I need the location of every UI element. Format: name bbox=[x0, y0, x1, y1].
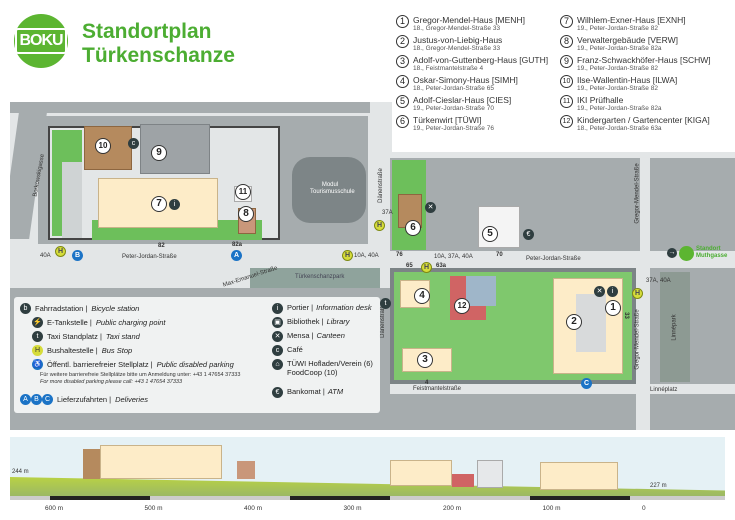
scale-label: 600 m bbox=[45, 505, 64, 512]
campus-map: Modul Tourismusschule Linnépark Peter-Jo… bbox=[10, 102, 735, 430]
building-number-icon: 2 bbox=[396, 35, 409, 48]
marker-5[interactable]: 5 bbox=[482, 226, 498, 242]
scale-label: 200 m bbox=[443, 505, 462, 512]
taxi-icon: t bbox=[380, 298, 391, 309]
boku-logo: BOKU bbox=[14, 14, 68, 68]
building-number-icon: 1 bbox=[396, 15, 409, 28]
building-number-icon: 11 bbox=[560, 95, 573, 108]
delivery-a: A bbox=[231, 250, 242, 261]
building-number-icon: 7 bbox=[560, 15, 573, 28]
marker-7[interactable]: 7 bbox=[151, 196, 167, 212]
arrow-right-icon[interactable]: → bbox=[667, 248, 677, 258]
scale-label: 0 bbox=[642, 505, 646, 512]
canteen-icon: ✕ bbox=[425, 202, 436, 213]
canteen-icon: ✕ bbox=[272, 331, 283, 342]
legend-item: ⌂TÜWI Hofladen/Verein (6)FoodCoop (10) bbox=[272, 359, 373, 377]
cafe-icon: c bbox=[128, 138, 139, 149]
marker-1[interactable]: 1 bbox=[605, 300, 621, 316]
building-number-icon: 5 bbox=[396, 95, 409, 108]
delivery-c: C bbox=[581, 378, 592, 389]
building-list-item[interactable]: 4 Oskar-Simony-Haus [SIMH]18., Peter-Jor… bbox=[396, 75, 518, 93]
page-subtitle: Türkenschanze bbox=[82, 44, 235, 67]
building-number-icon: 3 bbox=[396, 55, 409, 68]
bus-stop-icon[interactable]: H bbox=[342, 250, 353, 261]
modul-tourismusschule bbox=[292, 157, 366, 223]
charging-icon: ⚡ bbox=[32, 317, 43, 328]
shop-icon: ⌂ bbox=[272, 359, 283, 370]
legend-item: €Bankomat |ATM bbox=[272, 387, 343, 398]
marker-6[interactable]: 6 bbox=[405, 220, 421, 236]
building-list-item[interactable]: 7 Wilhlem-Exner-Haus [EXNH]19., Peter-Jo… bbox=[560, 15, 686, 33]
canteen-icon: ✕ bbox=[594, 286, 605, 297]
marker-11[interactable]: 11 bbox=[235, 184, 251, 200]
marker-8[interactable]: 8 bbox=[238, 206, 254, 222]
bus-stop-icon[interactable]: H bbox=[421, 262, 432, 273]
delivery-b: B bbox=[72, 250, 83, 261]
marker-3[interactable]: 3 bbox=[417, 352, 433, 368]
building-list-item[interactable]: 12 Kindergarten / Gartencenter [KIGA]18.… bbox=[560, 115, 710, 133]
building-number-icon: 10 bbox=[560, 75, 573, 88]
building-list-item[interactable]: 6 Türkenwirt [TÜWI]19., Peter-Jordan-Str… bbox=[396, 115, 494, 133]
elevation-profile: 244 m 227 m bbox=[10, 437, 725, 500]
cafe-icon: c bbox=[272, 345, 283, 356]
building-list-item[interactable]: 3 Adolf-von-Guttenberg-Haus [GUTH]18., F… bbox=[396, 55, 548, 73]
building-number-icon: 8 bbox=[560, 35, 573, 48]
legend-item: ⚡E-Tankstelle |Public charging point bbox=[32, 317, 166, 328]
info-icon: i bbox=[607, 286, 618, 297]
legend-item: ♿Öffentl. barrierefreier Stellplatz |Pub… bbox=[32, 359, 234, 370]
bus-stop-icon[interactable]: H bbox=[55, 246, 66, 257]
building-number-icon: 6 bbox=[396, 115, 409, 128]
boku-logo-small bbox=[679, 246, 694, 261]
marker-9[interactable]: 9 bbox=[151, 145, 167, 161]
taxi-icon: t bbox=[32, 331, 43, 342]
page-title: Standortplan bbox=[82, 20, 212, 43]
building-number-icon: 4 bbox=[396, 75, 409, 88]
legend-item: ✕Mensa |Canteen bbox=[272, 331, 345, 342]
building-list-item[interactable]: 9 Franz-Schwackhöfer-Haus [SCHW]19., Pet… bbox=[560, 55, 711, 73]
building-9[interactable] bbox=[140, 124, 210, 174]
scale-label: 400 m bbox=[244, 505, 263, 512]
bus-stop-icon: H bbox=[32, 345, 43, 356]
marker-2[interactable]: 2 bbox=[566, 314, 582, 330]
building-list-item[interactable]: 10 Ilse-Wallentin-Haus [ILWA]19., Peter-… bbox=[560, 75, 677, 93]
scale-label: 500 m bbox=[144, 505, 163, 512]
marker-4[interactable]: 4 bbox=[414, 288, 430, 304]
building-list-item[interactable]: 8 Verwaltergebäude [VERW]19., Peter-Jord… bbox=[560, 35, 678, 53]
building-list-item[interactable]: 5 Adolf-Cieslar-Haus [CIES]19., Peter-Jo… bbox=[396, 95, 511, 113]
atm-icon: € bbox=[523, 229, 534, 240]
scale-label: 100 m bbox=[542, 505, 561, 512]
legend-item: ▣Bibliothek |Library bbox=[272, 317, 350, 328]
building-number-icon: 12 bbox=[560, 115, 573, 128]
wheelchair-icon: ♿ bbox=[32, 359, 43, 370]
scale-label: 300 m bbox=[343, 505, 362, 512]
bicycle-icon: b bbox=[20, 303, 31, 314]
bus-stop-icon[interactable]: H bbox=[632, 288, 643, 299]
atm-icon: € bbox=[272, 387, 283, 398]
library-icon: ▣ bbox=[272, 317, 283, 328]
building-list-item[interactable]: 1 Gregor-Mendel-Haus [MENH]18., Gregor-M… bbox=[396, 15, 525, 33]
marker-12[interactable]: 12 bbox=[454, 298, 470, 314]
info-icon: i bbox=[272, 303, 283, 314]
bus-stop-icon[interactable]: H bbox=[374, 220, 385, 231]
building-number-icon: 9 bbox=[560, 55, 573, 68]
marker-10[interactable]: 10 bbox=[95, 138, 111, 154]
info-icon: i bbox=[169, 199, 180, 210]
